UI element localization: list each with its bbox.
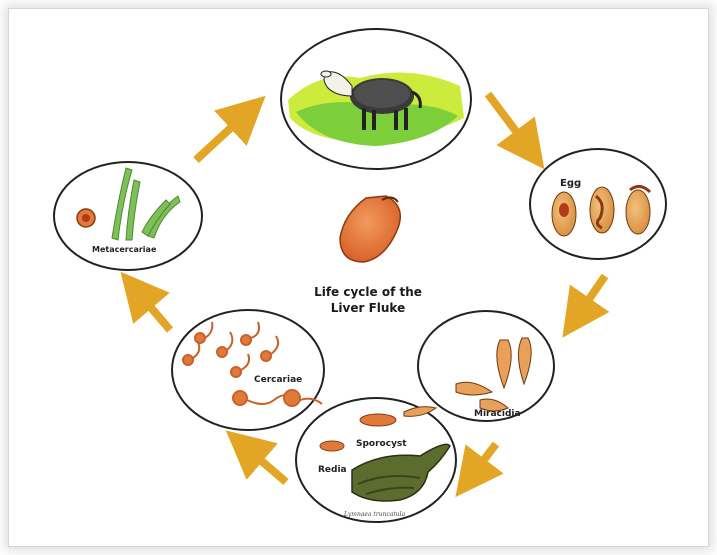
redia-label: Redia xyxy=(318,465,347,475)
cercariae-label: Cercariae xyxy=(254,375,302,385)
sporocyst-label: Sporocyst xyxy=(356,439,407,449)
sporocyst-shape xyxy=(360,414,396,426)
egg-stage: Egg xyxy=(530,149,666,259)
diagram-title-line1: Life cycle of the xyxy=(314,285,422,299)
egg-label: Egg xyxy=(560,178,581,189)
arrow-miracidia-to-snail xyxy=(470,444,496,478)
arrow-host-to-egg xyxy=(488,94,530,150)
egg-3 xyxy=(626,190,650,234)
arrow-snail-to-cercariae xyxy=(244,446,286,482)
arrow-metacercariae-to-host xyxy=(196,112,248,160)
redia-shape xyxy=(320,441,344,451)
adult-fluke xyxy=(340,196,400,262)
snail-stage: Sporocyst Redia Lymnaea truncatula xyxy=(296,398,456,522)
diagram-title-line2: Liver Fluke xyxy=(331,301,405,315)
arrow-cercariae-to-metacercariae xyxy=(136,290,170,330)
miracidia-label: Miracidia xyxy=(474,409,521,419)
arrow-egg-to-miracidia xyxy=(576,276,605,318)
host-stage xyxy=(281,29,471,169)
metacercariae-label: Metacercariae xyxy=(92,245,157,254)
metacercariae-stage: Metacercariae xyxy=(54,162,202,270)
snail-caption: Lymnaea truncatula xyxy=(343,511,406,518)
cercariae-stage: Cercariae xyxy=(172,310,324,430)
miracidia-stage: Miracidia xyxy=(418,311,554,421)
